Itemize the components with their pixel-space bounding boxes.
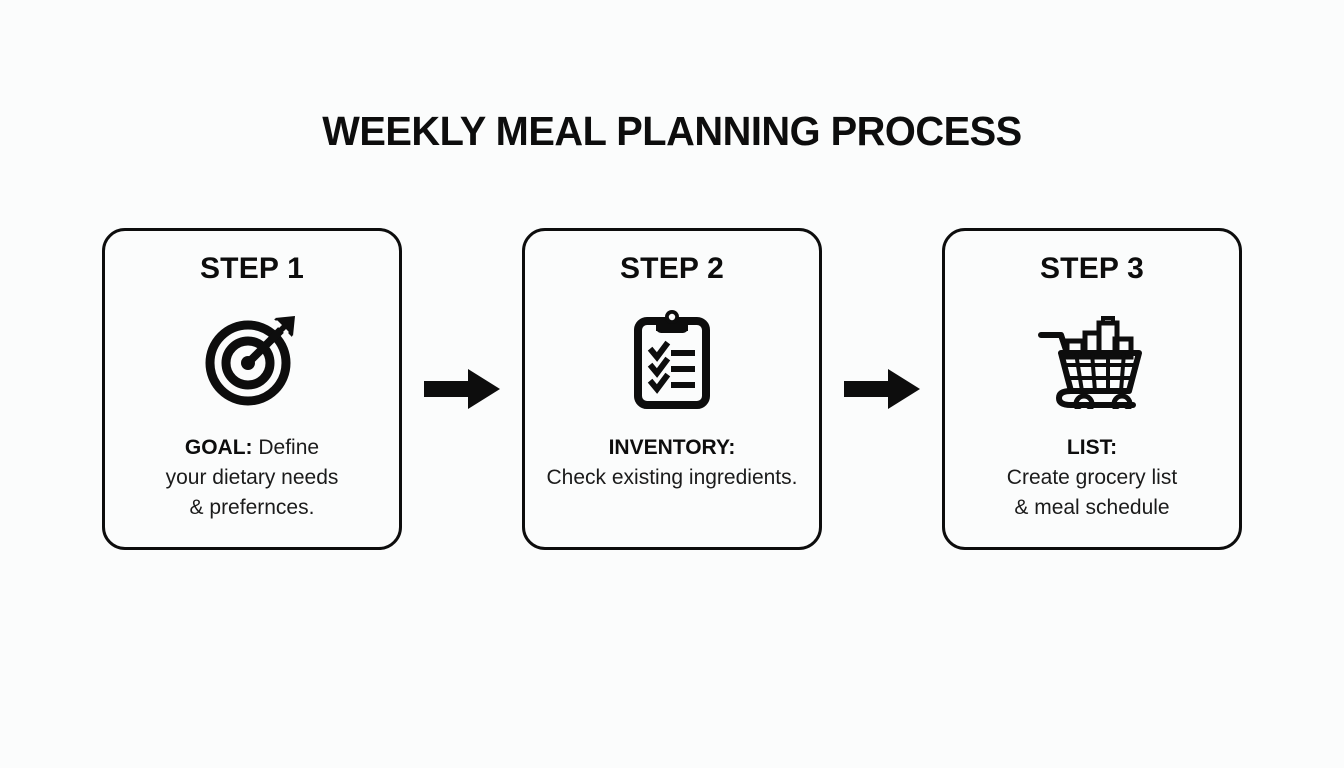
target-arrow-icon: [202, 307, 302, 411]
process-flow: STEP 1 GOAL: Define your dietary needs: [102, 228, 1242, 550]
step-3-heading: STEP 3: [1039, 252, 1145, 285]
page-title: WEEKLY MEAL PLANNING PROCESS: [322, 108, 1022, 154]
clipboard-checklist-icon: [630, 307, 714, 411]
step-3-body-line-1: Create grocery list: [1006, 466, 1178, 489]
step-2-heading: STEP 2: [619, 252, 725, 285]
step-1-body-line-3: & prefernces.: [189, 496, 315, 519]
step-card-2[interactable]: STEP 2: [522, 228, 822, 550]
step-1-text: GOAL: Define your dietary needs & prefer…: [118, 433, 386, 523]
step-3-body-line-2: & meal schedule: [1014, 496, 1170, 519]
shopping-cart-icon: [1037, 307, 1147, 411]
step-2-lead: INVENTORY:: [608, 436, 736, 459]
flow-arrow-1-to-2: [402, 369, 522, 409]
step-1-heading: STEP 1: [199, 252, 305, 285]
step-1-body-first: Define: [252, 436, 320, 459]
step-1-lead: GOAL:: [184, 436, 253, 459]
step-3-text: LIST: Create grocery list & meal schedul…: [958, 433, 1226, 523]
step-2-text: INVENTORY: Check existing ingredients.: [538, 433, 806, 493]
step-card-3[interactable]: STEP 3: [942, 228, 1242, 550]
step-1-body-line-2: your dietary needs: [165, 466, 339, 489]
flow-arrow-2-to-3: [822, 369, 942, 409]
step-3-lead: LIST:: [1066, 436, 1118, 459]
step-card-1[interactable]: STEP 1 GOAL: Define your dietary needs: [102, 228, 402, 550]
step-2-body-line-1: Check existing ingredients.: [546, 466, 798, 489]
